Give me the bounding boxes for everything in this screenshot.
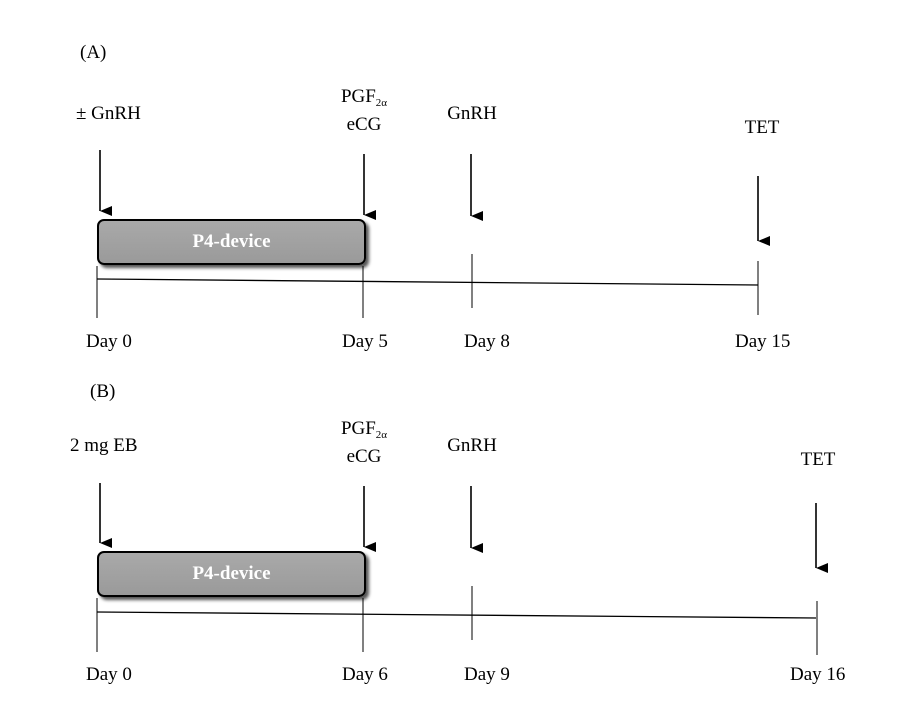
panel-b-p4-device-label: P4-device bbox=[192, 563, 271, 584]
panel-b-day-6: Day 6 bbox=[342, 664, 388, 685]
panel-b-day-9: Day 9 bbox=[464, 664, 510, 685]
panel-b-treatment-tet: TET bbox=[800, 449, 836, 470]
panel-a-day-5: Day 5 bbox=[342, 331, 388, 352]
panel-a-treatment-gnrh: GnRH bbox=[447, 103, 497, 124]
panel-a-day-0: Day 0 bbox=[86, 331, 132, 352]
panel-b-p4-device-bar: P4-device bbox=[97, 551, 366, 597]
panel-a-treatment-pgf-ecg: PGF2α eCG bbox=[340, 86, 388, 135]
panel-a-label: (A) bbox=[80, 42, 107, 63]
panel-a-day-8: Day 8 bbox=[464, 331, 510, 352]
panel-a-p4-device-label: P4-device bbox=[192, 231, 271, 252]
panel-a-p4-device-bar: P4-device bbox=[97, 219, 366, 265]
panel-b-label: (B) bbox=[90, 381, 116, 402]
panel-b-treatment-eb: 2 mg EB bbox=[70, 435, 138, 456]
panel-b-treatment-gnrh: GnRH bbox=[447, 435, 497, 456]
panel-b-timeline bbox=[96, 611, 817, 619]
panel-b-treatment-pgf-ecg: PGF2α eCG bbox=[340, 418, 388, 467]
panel-a-day-15: Day 15 bbox=[735, 331, 791, 352]
panel-b-day-16: Day 16 bbox=[790, 664, 846, 685]
panel-a-treatment-gnrh-start: ± GnRH bbox=[76, 103, 141, 124]
panel-b-day-0: Day 0 bbox=[86, 664, 132, 685]
panel-a-treatment-tet: TET bbox=[744, 117, 780, 138]
panel-a-timeline bbox=[96, 278, 759, 286]
